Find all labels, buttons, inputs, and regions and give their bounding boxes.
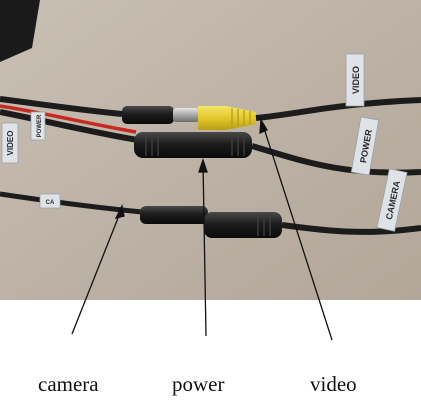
power-tag: POWER bbox=[350, 116, 380, 176]
video-tag: VIDEO bbox=[345, 53, 365, 107]
power-pointer-arrowhead bbox=[198, 157, 208, 173]
power-plug-body bbox=[134, 132, 252, 158]
power-caption: power bbox=[172, 372, 225, 396]
power-pointer-line bbox=[202, 161, 207, 337]
video-pointer-line bbox=[261, 121, 333, 341]
camera-cable-left bbox=[0, 191, 143, 215]
video-pointer-arrowhead bbox=[259, 117, 268, 135]
camera-pointer-line bbox=[71, 207, 123, 335]
video-rca-black-body bbox=[122, 106, 174, 124]
power-cable-left bbox=[0, 109, 139, 143]
black-wire-top bbox=[0, 96, 123, 117]
video-tag-label: VIDEO bbox=[351, 66, 361, 94]
dark-corner-object bbox=[0, 0, 40, 62]
red-wire bbox=[0, 104, 137, 134]
camera-plug-right bbox=[204, 212, 282, 238]
video-cable bbox=[255, 97, 421, 121]
camera-cable bbox=[281, 222, 421, 235]
camera-left-tag-label: CA bbox=[46, 200, 55, 206]
left-power-tag-label: POWER bbox=[37, 114, 43, 137]
camera-caption: camera bbox=[38, 372, 99, 396]
left-video-tag: VIDEO bbox=[1, 122, 19, 164]
video-caption: video bbox=[310, 372, 357, 396]
camera-tag: CAMERA bbox=[376, 168, 408, 232]
camera-left-tag bbox=[39, 193, 61, 209]
video-rca-metal-ring bbox=[173, 108, 199, 122]
video-rca-yellow-plug bbox=[198, 106, 256, 130]
left-video-tag-label: VIDEO bbox=[6, 131, 15, 156]
camera-plug-left bbox=[140, 206, 208, 224]
camera-pointer-arrowhead bbox=[114, 204, 125, 219]
left-power-tag: POWER bbox=[30, 111, 46, 141]
